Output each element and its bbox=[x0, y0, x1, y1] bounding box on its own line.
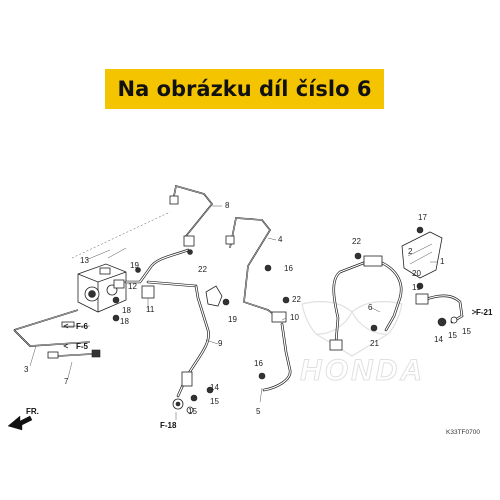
label-16-bottom: 16 bbox=[254, 359, 263, 368]
label-22-right: 22 bbox=[352, 237, 361, 246]
label-7: 7 bbox=[64, 377, 69, 386]
label-14-bottom: 14 bbox=[210, 383, 219, 392]
brake-hose-9 bbox=[172, 284, 210, 410]
label-19-right: 19 bbox=[228, 315, 237, 324]
front-arrow-label: FR. bbox=[26, 407, 39, 416]
label-19-far: 19 bbox=[412, 283, 421, 292]
part-labels: 8 4 13 22 19 12 18 18 11 19 9 16 22 10 1… bbox=[24, 201, 471, 416]
label-22-top: 22 bbox=[198, 265, 207, 274]
ref-f5: F-5 bbox=[76, 342, 89, 351]
label-15-right-b: 15 bbox=[462, 327, 471, 336]
brake-pipe-4 bbox=[225, 217, 287, 323]
label-20: 20 bbox=[412, 269, 421, 278]
label-15-bottom-a: 15 bbox=[210, 397, 219, 406]
label-12: 12 bbox=[128, 282, 137, 291]
ref-f6: F-6 bbox=[76, 322, 89, 331]
honda-logo-watermark: HONDA bbox=[300, 301, 425, 388]
fasteners bbox=[112, 226, 458, 414]
label-6: 6 bbox=[368, 303, 373, 312]
label-19-left: 19 bbox=[130, 261, 139, 270]
label-18-bottom: 18 bbox=[120, 317, 129, 326]
label-15-bottom-b: 15 bbox=[188, 407, 197, 416]
label-4: 4 bbox=[278, 235, 283, 244]
brake-hose-6 bbox=[329, 255, 403, 351]
figure-code: K33TF0700 bbox=[446, 429, 480, 436]
label-3: 3 bbox=[24, 365, 29, 374]
leader-lines bbox=[29, 205, 438, 403]
brake-pipes-left bbox=[13, 309, 101, 359]
label-11: 11 bbox=[146, 305, 155, 314]
label-21: 21 bbox=[370, 339, 379, 348]
label-10: 10 bbox=[290, 313, 299, 322]
ref-f18: F-18 bbox=[160, 421, 177, 430]
label-1: 1 bbox=[440, 257, 445, 266]
label-8: 8 bbox=[225, 201, 230, 210]
label-22-mid: 22 bbox=[292, 295, 301, 304]
label-16-top: 16 bbox=[284, 264, 293, 273]
label-9: 9 bbox=[218, 339, 223, 348]
label-5: 5 bbox=[256, 407, 261, 416]
brake-hose-11 bbox=[124, 248, 198, 299]
highlight-banner: Na obrázku díl číslo 6 bbox=[105, 69, 384, 109]
cover-1 bbox=[401, 231, 443, 279]
label-13: 13 bbox=[80, 256, 89, 265]
brake-hose-5 bbox=[262, 322, 292, 392]
abs-modulator bbox=[77, 263, 127, 313]
label-18-top: 18 bbox=[122, 306, 131, 315]
label-15-right-a: 15 bbox=[448, 331, 457, 340]
brake-hose-right bbox=[415, 293, 464, 327]
brake-pipe-8 bbox=[169, 184, 214, 247]
ref-f21: F-21 bbox=[476, 308, 493, 317]
honda-wordmark: HONDA bbox=[300, 354, 425, 387]
label-2: 2 bbox=[408, 247, 413, 256]
front-arrow: FR. bbox=[7, 407, 39, 431]
front-arrow-icon bbox=[7, 415, 33, 431]
label-14-right: 14 bbox=[434, 335, 443, 344]
label-17: 17 bbox=[418, 213, 427, 222]
reference-tags: F-6 F-5 F-18 F-21 bbox=[63, 308, 493, 430]
banner-text: Na obrázku díl číslo 6 bbox=[117, 77, 372, 101]
bracket-10 bbox=[205, 285, 223, 307]
